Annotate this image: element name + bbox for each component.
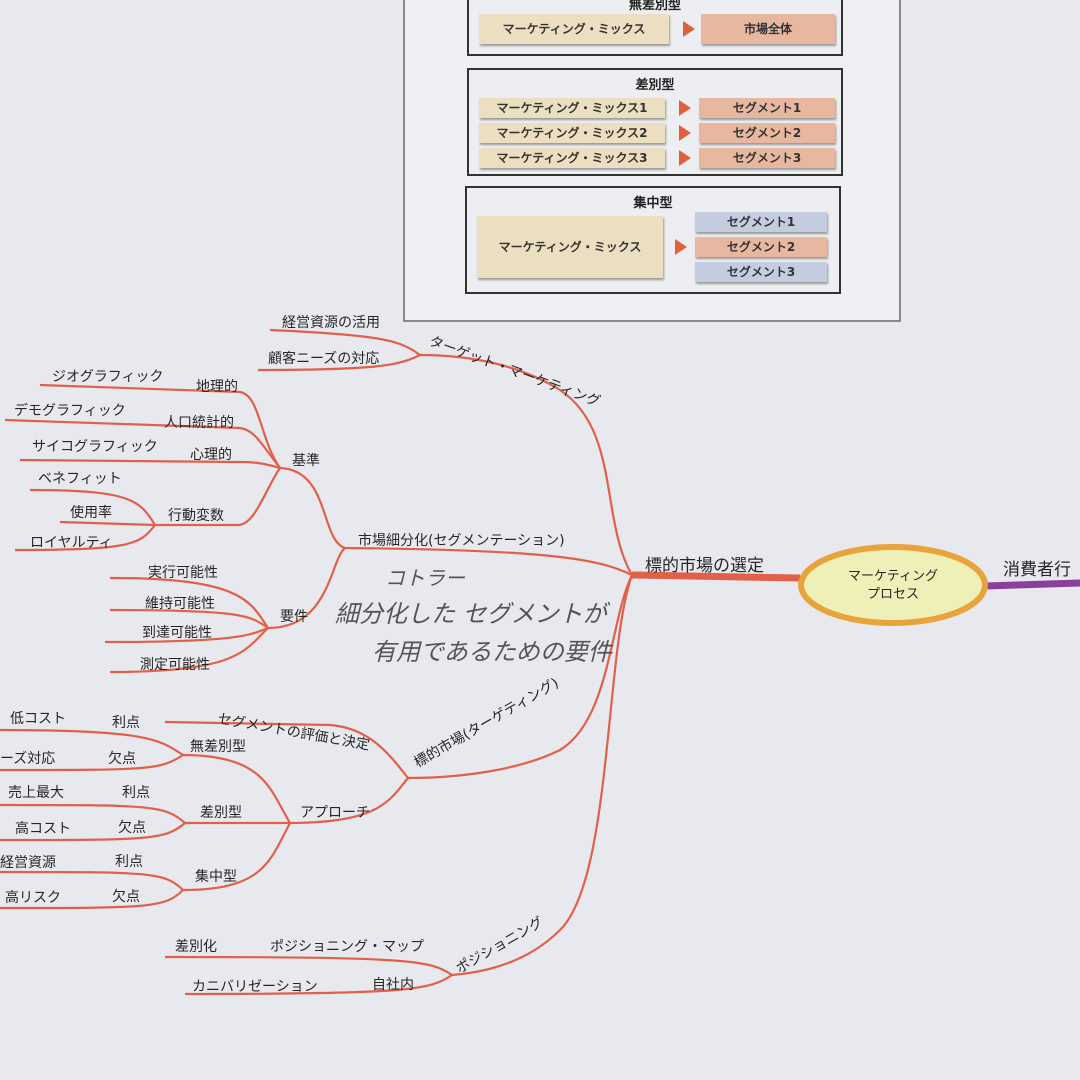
mix-box: マーケティング・ミックス [477,216,663,278]
criteria-label: 基準 [292,453,320,469]
node-label: 差別化 [175,939,217,955]
arrow-icon [679,125,691,141]
mix-box: マーケティング・ミックス1 [479,98,665,118]
node-label: 無差別型 [190,739,246,755]
hub-connector [631,571,801,582]
segment-box: セグメント1 [699,98,835,118]
node-label: ジオグラフィック [52,369,164,385]
segment-box: セグメント2 [695,237,827,257]
node-label: ベネフィット [38,471,122,487]
node-label: 人口統計的 [164,415,234,431]
targeting-approach-figure: 無差別型 マーケティング・ミックス 市場全体 差別型 マーケティング・ミックス1… [403,0,901,322]
segment-box: セグメント2 [699,123,835,143]
branch-targeting [407,574,633,780]
node-label: 差別型 [200,805,242,821]
segment-box: セグメント3 [695,262,827,282]
segment-box: セグメント3 [699,148,835,168]
group-title: 集中型 [633,196,673,211]
node-label: サイコグラフィック [32,439,158,455]
node-label: ーズ対応 [0,751,56,767]
group-title: 差別型 [635,78,675,93]
arrow-icon [683,21,695,37]
arrow-icon [679,100,691,116]
branch-positioning [451,574,634,977]
node-label: 利点 [122,785,150,801]
node-label: 利点 [112,715,140,731]
node-label: カニバリゼーション [192,979,318,995]
node-label: 自社内 [372,977,414,993]
node-label: 使用率 [70,505,112,521]
handwritten-note: 細分化した セグメントが [335,600,607,628]
concentrated-group: 集中型 マーケティング・ミックス セグメント1 セグメント2 セグメント3 [465,186,841,294]
requirements-label: 要件 [280,609,308,625]
node-label: デモグラフィック [14,403,126,419]
handwritten-note: コトラー [385,566,465,590]
node-label: 高リスク [5,890,61,906]
mix-box: マーケティング・ミックス3 [479,148,665,168]
node-label: 集中型 [195,869,237,885]
center-node-shape [798,544,988,626]
node-label: 維持可能性 [145,596,215,612]
branch-segmentation [344,546,633,576]
node-label: 欠点 [108,751,136,767]
segment-box: 市場全体 [701,14,835,44]
node-label: 行動変数 [168,508,224,524]
differentiated-group: 差別型 マーケティング・ミックス1 マーケティング・ミックス2 マーケティング・… [467,68,843,176]
branch-target-marketing [419,353,633,576]
handwritten-note: 有用であるための要件 [372,638,612,666]
consumer-behavior-label: 消費者行 [1003,560,1071,580]
segment-box: セグメント1 [695,212,827,232]
node-label: 高コスト [15,821,71,837]
consumer-branch [984,579,1080,590]
node-label: 地理的 [196,379,238,395]
node-label: 顧客ニーズの対応 [268,351,380,367]
node-label: 売上最大 [8,785,64,801]
center-node: マーケティング プロセス [812,568,974,604]
mix-box: マーケティング・ミックス2 [479,123,665,143]
mix-box: マーケティング・ミックス [479,14,669,44]
node-label: 経営資源 [0,855,56,871]
node-label: 低コスト [10,711,66,727]
node-label: 利点 [115,854,143,870]
center-label: プロセス [866,587,919,602]
segmentation-label: 市場細分化(セグメンテーション) [358,533,565,549]
node-label: 心理的 [190,447,232,463]
arrow-icon [675,239,687,255]
node-label: ポジショニング・マップ [270,939,424,955]
center-label: マーケティング [848,569,938,584]
node-label: ロイヤルティ [30,535,113,551]
undifferentiated-group: 無差別型 マーケティング・ミックス 市場全体 [467,0,843,56]
group-title: 無差別型 [628,0,681,13]
node-label: 到達可能性 [142,625,212,641]
node-label: 測定可能性 [140,657,210,673]
approach-label: アプローチ [300,805,370,821]
node-label: 経営資源の活用 [282,315,380,331]
hub-label: 標的市場の選定 [645,556,764,576]
node-label: 実行可能性 [148,565,218,581]
node-label: 欠点 [118,820,146,836]
node-label: 欠点 [112,889,140,905]
arrow-icon [679,150,691,166]
